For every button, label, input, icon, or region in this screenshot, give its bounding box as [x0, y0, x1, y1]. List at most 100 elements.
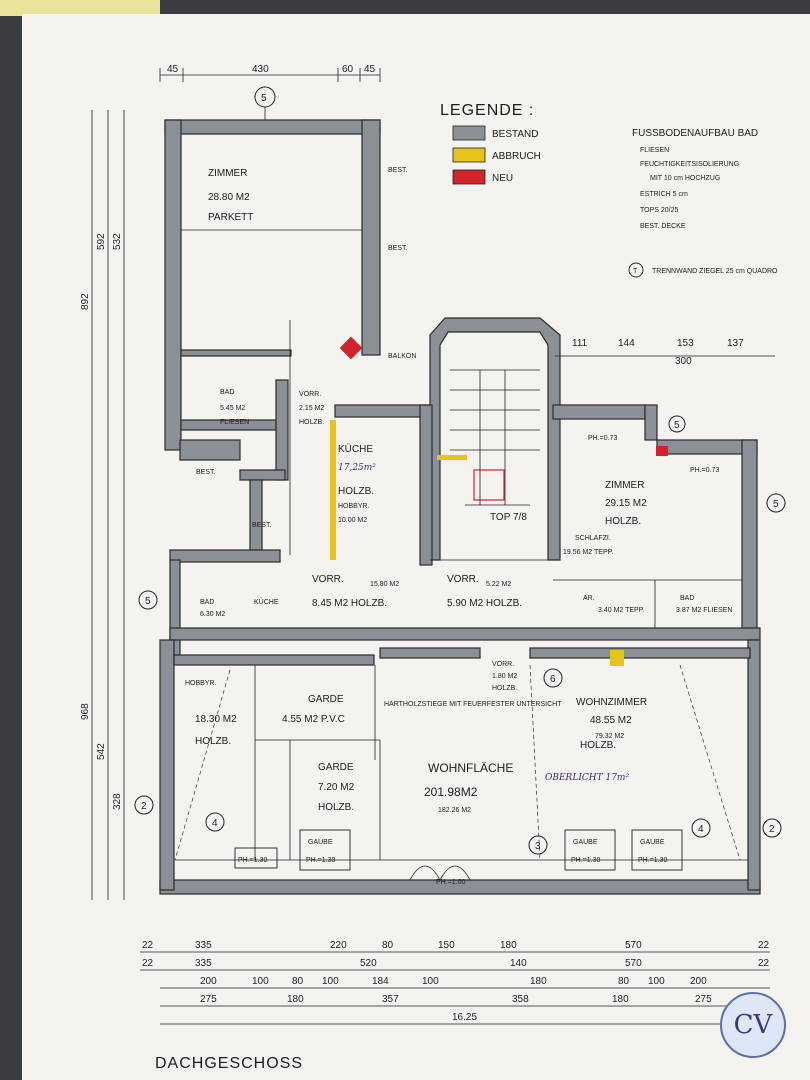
svg-text:KÜCHE: KÜCHE [338, 443, 373, 455]
axis-markers: 5 5 2 2 3 4 4 6 5 [134, 415, 786, 855]
svg-text:6.30 M2: 6.30 M2 [200, 611, 225, 618]
svg-text:GAUBE: GAUBE [308, 839, 333, 846]
oberlicht-note: OBERLICHT 17m² [545, 773, 629, 783]
change-marks [330, 336, 668, 666]
right-dimensions: 111 144 153 137 300 [555, 338, 775, 367]
svg-text:PH.=1.30: PH.=1.30 [306, 857, 335, 864]
dim-right-0: 111 [572, 338, 588, 349]
room-wohnflaeche: WOHNFLÄCHE 201.98M2 182.26 M2 [424, 761, 513, 814]
legend-swatch-neu [452, 169, 486, 185]
partition-lines [175, 229, 748, 861]
svg-text:VORR.: VORR. [299, 391, 321, 398]
svg-text:3.87 M2 FLIESEN: 3.87 M2 FLIESEN [676, 607, 732, 614]
svg-text:KÜCHE: KÜCHE [254, 598, 279, 606]
dim-left-0: 892 [80, 293, 91, 310]
svg-text:ZIMMER: ZIMMER [605, 480, 644, 491]
svg-text:SCHLAFZI.: SCHLAFZI. [575, 535, 611, 542]
legend-label-bestand: BESTAND [492, 129, 539, 140]
svg-text:BEST.: BEST. [196, 469, 216, 476]
svg-text:2.15 M2: 2.15 M2 [299, 405, 324, 412]
svg-text:6: 6 [550, 674, 556, 685]
svg-text:570: 570 [625, 940, 642, 951]
legend: LEGENDE : BESTAND ABBRUCH NEU [440, 102, 541, 185]
svg-text:WOHNFLÄCHE: WOHNFLÄCHE [428, 761, 513, 775]
room-vorr-3: VORR. 5.22 M2 5.90 M2 HOLZB. [447, 574, 522, 609]
room-zimmer-2: ZIMMER 29.15 M2 HOLZB. SCHLAFZI. 19.56 M… [563, 480, 647, 556]
svg-text:HOLZB.: HOLZB. [195, 736, 231, 747]
room-garde-2: GARDE 7.20 M2 HOLZB. [318, 762, 355, 813]
svg-text:140: 140 [510, 958, 527, 969]
svg-text:357: 357 [382, 994, 399, 1005]
svg-text:184: 184 [372, 976, 389, 987]
svg-text:WOHNZIMMER: WOHNZIMMER [576, 697, 647, 708]
svg-text:4: 4 [698, 824, 704, 835]
svg-text:HOLZB.: HOLZB. [605, 516, 641, 527]
svg-text:5.22 M2: 5.22 M2 [486, 581, 511, 588]
floor-buildup-line-4: TOPS 20/25 [640, 207, 679, 214]
svg-text:7.20 M2: 7.20 M2 [318, 782, 355, 793]
svg-text:275: 275 [695, 994, 712, 1005]
svg-text:HARTHOLZSTIEGE MIT FEUERFESTER: HARTHOLZSTIEGE MIT FEUERFESTER UNTERSICH… [384, 701, 562, 708]
partition-note: TRENNWAND ZIEGEL 25 cm QUADRO [652, 268, 778, 275]
svg-text:OBERLICHT 17m²: OBERLICHT 17m² [545, 773, 629, 783]
room-vorr-2: VORR. 15.80 M2 8.45 M2 HOLZB. [312, 574, 399, 609]
svg-text:TOP 7/8: TOP 7/8 [490, 512, 527, 523]
floor-buildup-line-0: FLIESEN [640, 147, 669, 154]
svg-text:ZIMMER: ZIMMER [208, 168, 247, 179]
svg-text:16.25: 16.25 [452, 1012, 477, 1023]
company-logo: CV [720, 992, 786, 1058]
svg-text:HOBBYR.: HOBBYR. [185, 680, 217, 687]
room-vorr-1: VORR. 2.15 M2 HOLZB. [299, 391, 324, 426]
svg-text:180: 180 [500, 940, 517, 951]
floor-buildup-title: FUSSBODENAUFBAU BAD [632, 128, 758, 139]
room-garde-1: GARDE 4.55 M2 P.V.C [282, 694, 345, 725]
svg-text:180: 180 [287, 994, 304, 1005]
svg-text:335: 335 [195, 940, 212, 951]
svg-text:358: 358 [512, 994, 529, 1005]
sheet-title: DACHGESCHOSS [155, 1055, 303, 1072]
svg-text:HOLZB.: HOLZB. [299, 419, 324, 426]
dim-left-1: 592 [96, 233, 107, 250]
roof-slope-lines [174, 664, 741, 861]
svg-text:3: 3 [535, 841, 541, 852]
bottom-dimensions: 22 335 220 80 150 180 570 22 22 335 520 … [140, 940, 770, 1025]
room-ar: AR. 3.40 M2 TEPP. [583, 595, 644, 614]
svg-text:1.80 M2: 1.80 M2 [492, 673, 517, 680]
legend-label-abbruch: ABBRUCH [492, 151, 541, 162]
svg-text:22: 22 [758, 958, 770, 969]
dim-top-2: 60 [342, 64, 354, 75]
floor-buildup-line-5: BEST. DECKE [640, 223, 686, 230]
svg-text:PH.=0.73: PH.=0.73 [588, 435, 617, 442]
svg-text:520: 520 [360, 958, 377, 969]
svg-text:5: 5 [674, 420, 680, 431]
svg-text:180: 180 [530, 976, 547, 987]
room-top: TOP 7/8 [490, 512, 527, 523]
stair-note: HARTHOLZSTIEGE MIT FEUERFESTER UNTERSICH… [384, 701, 562, 708]
room-zimmer-1: ZIMMER 28.80 M2 PARKETT [208, 168, 253, 223]
plan-sheet [22, 14, 810, 1080]
svg-text:GARDE: GARDE [318, 762, 354, 773]
room-kueche: KÜCHE 17,25m² HOLZB. HOBBYR. 10.00 M2 [338, 443, 376, 524]
svg-text:HOLZB.: HOLZB. [318, 802, 354, 813]
svg-text:BEST.: BEST. [388, 167, 408, 174]
svg-text:3.40 M2 TEPP.: 3.40 M2 TEPP. [598, 607, 644, 614]
svg-text:2: 2 [141, 801, 147, 812]
svg-text:BEST.: BEST. [388, 245, 408, 252]
dim-top-1: 430 [252, 64, 269, 75]
svg-text:29.15 M2: 29.15 M2 [605, 498, 647, 509]
svg-text:28.80 M2: 28.80 M2 [208, 192, 250, 203]
dim-left-4: 542 [96, 743, 107, 760]
svg-text:182.26 M2: 182.26 M2 [438, 807, 471, 814]
room-vorr-4: VORR. 1.80 M2 HOLZB. [492, 661, 517, 692]
svg-text:570: 570 [625, 958, 642, 969]
svg-text:4.55 M2 P.V.C: 4.55 M2 P.V.C [282, 714, 345, 725]
floor-buildup-line-1: FEUCHTIGKEITSISOLIERUNG [640, 161, 739, 168]
svg-text:PH.=1.30: PH.=1.30 [638, 857, 667, 864]
legend-label-neu: NEU [492, 173, 513, 184]
svg-text:10.00 M2: 10.00 M2 [338, 517, 367, 524]
dim-top-3: 45 [364, 64, 376, 75]
svg-text:201.98M2: 201.98M2 [424, 785, 478, 799]
svg-text:PH.=1.30: PH.=1.30 [571, 857, 600, 864]
room-bad-2: BAD 6.30 M2 KÜCHE [200, 598, 279, 618]
svg-text:GARDE: GARDE [308, 694, 344, 705]
